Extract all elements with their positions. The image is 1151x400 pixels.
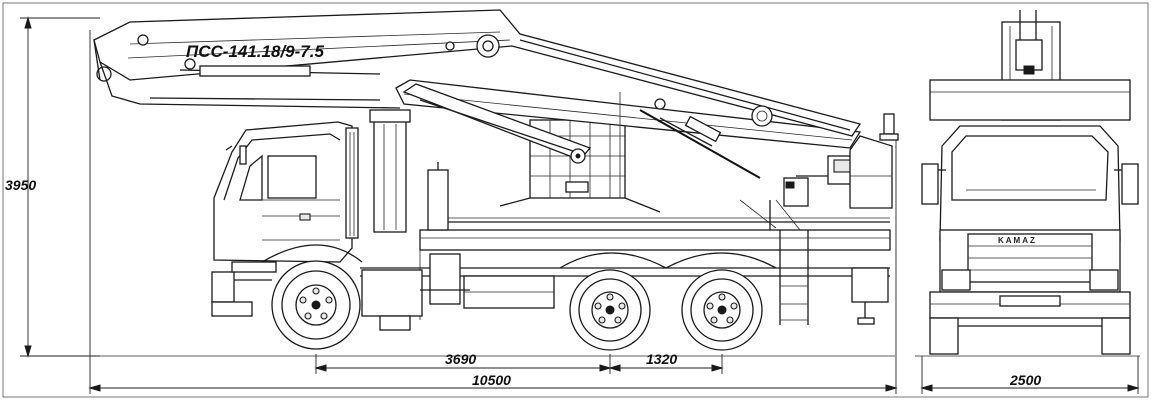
dim-wheelbase-rear: 1320 — [646, 351, 677, 367]
front-view-wheel-right — [1101, 317, 1131, 355]
cab — [211, 121, 363, 317]
front-wheel — [271, 260, 361, 350]
vertical-tank — [427, 169, 449, 231]
lower-boom — [395, 79, 862, 164]
rear-wheel-2 — [681, 269, 763, 351]
brand-label: KAMAZ — [998, 236, 1037, 245]
turret-column — [369, 109, 411, 233]
rear-wheel-1 — [569, 269, 651, 351]
upper-boom — [93, 9, 862, 137]
chassis-equipment — [361, 253, 555, 331]
front-view: KAMAZ — [915, 10, 1140, 357]
model-title: ПСС-141.18/9-7.5 — [186, 42, 324, 61]
dim-overall-length: 10500 — [472, 372, 511, 388]
front-cab — [921, 125, 1139, 241]
front-grille: KAMAZ — [929, 229, 1131, 319]
platform-frame — [360, 200, 891, 325]
dim-height: 3950 — [5, 177, 36, 193]
dim-overall-width: 2500 — [1009, 372, 1041, 388]
front-view-wheel-left — [929, 317, 959, 355]
dim-wheelbase-front: 3690 — [445, 351, 476, 367]
dimension-lines: 3950 3690 1320 10500 2500 — [5, 16, 1140, 394]
lift-cylinder — [639, 109, 761, 179]
slew-gear — [751, 105, 773, 127]
control-post — [783, 113, 899, 209]
side-view: ПСС-141.18/9-7.5 — [88, 9, 899, 357]
front-view-boom — [929, 10, 1131, 121]
rear-ladder — [779, 230, 809, 325]
